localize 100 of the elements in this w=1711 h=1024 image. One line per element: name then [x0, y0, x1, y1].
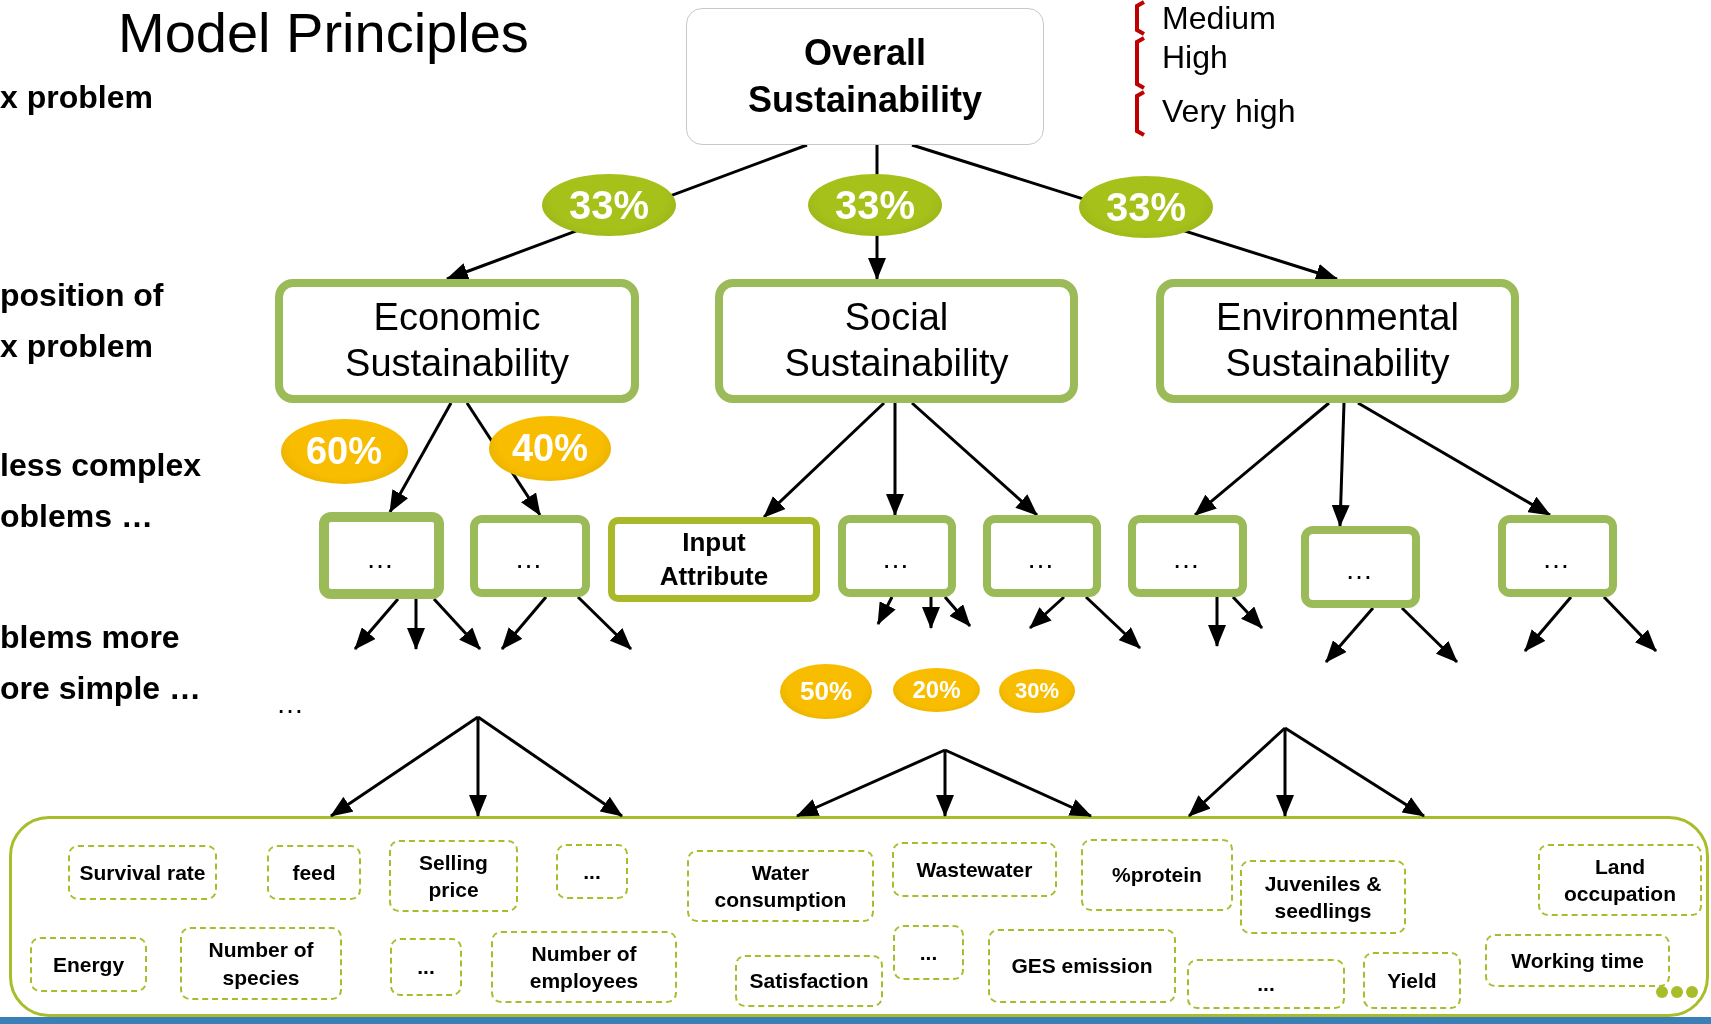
- edge-label: 40%: [511, 426, 589, 470]
- input-attribute-box: [608, 517, 820, 602]
- edge-label: 60%: [305, 429, 383, 473]
- attribute-label: ...: [919, 939, 938, 966]
- attribute-label: ...: [1257, 971, 1275, 998]
- input-attribute-label: Input Attribute: [658, 525, 770, 593]
- arrow: [944, 748, 1092, 818]
- attribute-box: [389, 840, 518, 912]
- ellipsis-text: …: [1026, 543, 1058, 575]
- criterion-box: [1156, 279, 1519, 403]
- arrow: [330, 715, 479, 818]
- criterion-label: Environmental Sustainability: [1215, 295, 1460, 386]
- arrow: [1400, 606, 1459, 664]
- attribute-label: Satisfaction: [749, 968, 869, 995]
- arrow: [1188, 726, 1286, 818]
- attribute-label: Working time: [1511, 947, 1644, 974]
- ellipsis-text: …: [1172, 543, 1203, 575]
- arrow: [432, 598, 482, 650]
- arrow: [922, 597, 940, 629]
- level-description: blems more ore simple …: [0, 618, 202, 709]
- edge-label: 33%: [834, 182, 916, 228]
- attribute-label: Water consumption: [713, 859, 848, 913]
- level-description: position of x problem: [0, 276, 165, 367]
- ellipsis-text: …: [1345, 554, 1376, 586]
- attribute-label: GES emission: [1011, 953, 1153, 980]
- arrow: [911, 401, 1038, 517]
- attribute-box: [893, 925, 964, 980]
- sub-criterion-box: [470, 515, 590, 597]
- attribute-box: [988, 929, 1176, 1003]
- arrow: [796, 748, 946, 818]
- attribute-label: Selling price: [418, 849, 489, 903]
- attribute-label: Survival rate: [79, 859, 206, 886]
- attribute-box: [1485, 934, 1670, 987]
- arrow: [1276, 728, 1294, 817]
- scale-level-label: High: [1162, 39, 1228, 75]
- arrow: [1194, 401, 1330, 517]
- criterion-label: Social Sustainability: [783, 295, 1010, 386]
- arrow: [1084, 595, 1142, 650]
- arrow: [1208, 597, 1226, 647]
- attribute-label: ...: [417, 954, 435, 981]
- sub-criterion-box: [1301, 526, 1420, 608]
- arrow: [1284, 726, 1425, 818]
- arrow: [1331, 402, 1350, 527]
- arrow: [762, 401, 886, 519]
- attribute-box: [687, 850, 874, 922]
- weight-label: 20%: [912, 676, 961, 704]
- attribute-label: Number of employees: [528, 940, 640, 994]
- arrow: [1324, 607, 1375, 663]
- attribute-box: [1240, 860, 1406, 934]
- sub-criterion-box: [983, 515, 1101, 597]
- sub-criterion-box: [1128, 515, 1247, 597]
- attribute-box: [1187, 959, 1345, 1009]
- ellipsis-text: …: [514, 543, 546, 575]
- scale-level-label: Very high: [1162, 93, 1296, 129]
- attribute-box: [892, 842, 1057, 897]
- criterion-label: Economic Sustainability: [344, 295, 570, 386]
- arrow: [936, 750, 954, 817]
- attribute-box: [68, 845, 217, 900]
- criterion-box: [715, 279, 1078, 403]
- attribute-box: [556, 844, 628, 899]
- attribute-box: [267, 845, 361, 900]
- arrow: [943, 596, 972, 627]
- arrow: [886, 403, 904, 516]
- ellipsis-text: …: [881, 543, 913, 575]
- arrow: [1231, 595, 1264, 630]
- attribute-box: [735, 955, 883, 1007]
- arrow: [407, 599, 425, 650]
- sub-criterion-box: [319, 512, 444, 599]
- sub-criterion-box: [838, 515, 956, 597]
- attribute-label: Number of species: [207, 937, 315, 991]
- attribute-box: [180, 927, 342, 1000]
- arrow: [469, 717, 487, 817]
- attribute-label: %protein: [1112, 862, 1202, 889]
- edge-label: 33%: [568, 182, 650, 228]
- arrow: [1029, 595, 1065, 630]
- edge-label: 33%: [1105, 184, 1187, 230]
- goal-label: Overall Sustainability: [746, 30, 984, 122]
- arrow: [477, 715, 623, 818]
- scale-level-label: Medium: [1162, 0, 1276, 36]
- ellipsis-text: …: [366, 542, 397, 575]
- ellipsis-text: …: [276, 687, 308, 721]
- attribute-box: [1538, 844, 1702, 916]
- goal-box: [686, 8, 1044, 145]
- attribute-label: Yield: [1387, 967, 1437, 994]
- arrow: [876, 596, 896, 625]
- weight-label: 50%: [799, 676, 852, 707]
- weight-label: 30%: [1014, 678, 1059, 704]
- arrow: [388, 402, 453, 513]
- attribute-label: feed: [292, 859, 336, 886]
- attribute-box: [1363, 952, 1461, 1009]
- attribute-label: Energy: [52, 951, 125, 978]
- arrow: [500, 596, 548, 650]
- sub-criterion-box: [1498, 515, 1617, 597]
- attribute-label: Wastewater: [916, 856, 1033, 883]
- arrow: [576, 595, 633, 651]
- level-description: less complex oblems …: [0, 446, 202, 537]
- attribute-box: [491, 931, 677, 1003]
- attribute-panel: [9, 816, 1709, 1017]
- attribute-box: [1081, 839, 1233, 911]
- arrow: [353, 598, 400, 650]
